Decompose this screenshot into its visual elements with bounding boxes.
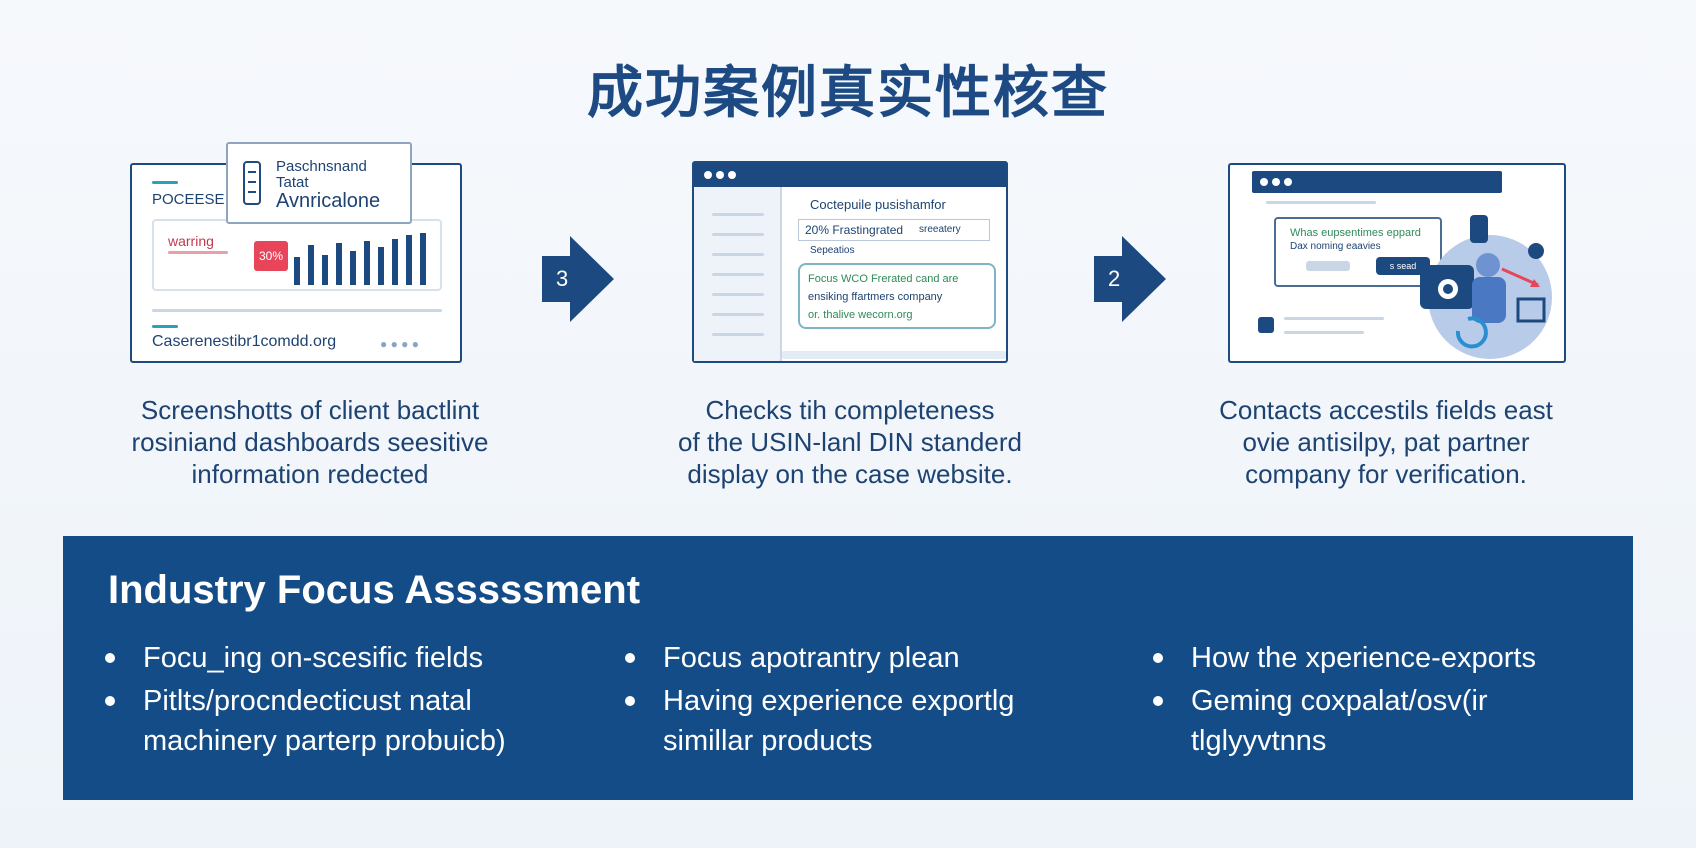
window-dot (728, 171, 736, 179)
form-heading: Coctepuile pusishamfor (810, 197, 946, 212)
sidebar-line (712, 273, 764, 276)
chart-bar (406, 235, 412, 285)
speech-bubble: Whas eupsentimes eppard Dax noming eaavi… (1274, 217, 1442, 287)
chart-bar (308, 245, 314, 285)
caption-line: ovie antisilpy, pat partner (1242, 427, 1530, 457)
step3-caption: Contacts accestils fields east ovie anti… (1176, 394, 1596, 490)
bullet-item: Having experience exportlg simillar prod… (625, 681, 1055, 761)
dots-icon: ● ● ● ● (380, 337, 419, 351)
highlight-note: Focus WCO Frerated cand are ensiking ffa… (798, 263, 996, 329)
chart-bar (336, 243, 342, 285)
window-title-bar (694, 163, 1006, 187)
sidebar-line (712, 213, 764, 216)
window-dot (1260, 178, 1268, 186)
arrow-right-icon (1094, 236, 1166, 322)
chart-bar (364, 241, 370, 285)
chart-frame: warring 30% (152, 219, 442, 291)
panel-column-3: How the xperience-exports Geming coxpala… (1153, 638, 1593, 764)
arrow-number: 3 (556, 266, 569, 291)
note-line-3: or. thalive wecorn.org (808, 309, 913, 321)
checkbox-icon (1258, 317, 1274, 333)
content-line (1284, 331, 1364, 334)
bullet-item: Geming coxpalat/osv(ir tlglyyvtnns (1153, 681, 1573, 761)
industry-focus-panel: Industry Focus Asssssment Focu_ing on-sc… (63, 536, 1633, 800)
caption-line: Screenshotts of client bactlint (140, 395, 480, 425)
percent-badge: 30% (254, 241, 288, 271)
chart-bar (420, 233, 426, 285)
popup-line-3: Avnricalone (276, 190, 381, 212)
dashboard-header-label: POCEESE (152, 191, 225, 208)
caption-line: Checks tih completeness (705, 395, 995, 425)
step-arrow-2: 2 (1094, 236, 1166, 322)
chart-bar (378, 247, 384, 285)
note-line-1: Focus WCO Frerated cand are (808, 273, 959, 285)
sidebar-line (712, 333, 764, 336)
bubble-line-2: Dax noming eaavies (1290, 241, 1381, 252)
document-icon (243, 161, 261, 205)
chart-bar (294, 257, 300, 285)
divider-line (152, 309, 442, 312)
bubble-send-button[interactable]: s sead (1376, 257, 1430, 275)
contact-illustration (1420, 215, 1552, 359)
content-line (1266, 201, 1376, 204)
chart-bar (322, 255, 328, 285)
arrow-right-icon (542, 236, 614, 322)
case-url: Caserenestibr1comdd.org (152, 333, 337, 350)
bullet-item: Pitlts/procndecticust natal machinery pa… (105, 681, 535, 761)
caption-line: of the USIN-lanl DIN standerd (678, 427, 1022, 457)
sidebar-line (712, 293, 764, 296)
step2-form-card: Coctepuile pusishamfor 20% Frastingrated… (692, 161, 1008, 363)
field-value: 20% Frastingrated (805, 223, 904, 237)
chart-bar (350, 251, 356, 285)
content-line (1284, 317, 1384, 320)
warning-line (168, 251, 228, 254)
window-dot (1284, 178, 1292, 186)
caption-line: display on the case website. (687, 459, 1013, 489)
panel-title: Industry Focus Asssssment (108, 568, 641, 612)
sidebar (694, 187, 782, 361)
sidebar-line (712, 233, 764, 236)
popup-line-1: Paschnsnand (276, 158, 367, 175)
footer-bar (782, 351, 1006, 359)
step3-contact-card: Whas eupsentimes eppard Dax noming eaavi… (1228, 163, 1566, 363)
panel-column-2: Focus apotrantry plean Having experience… (625, 638, 1065, 764)
warning-label: warring (168, 233, 214, 249)
popup-card: Paschnsnand Tatat Avnricalone (226, 142, 412, 224)
bar-chart (294, 233, 426, 285)
window-dot (704, 171, 712, 179)
caption-line: rosiniand dashboards seesitive (131, 427, 489, 457)
bubble-line-1: Whas eupsentimes eppard (1290, 227, 1421, 239)
bullet-item: How the xperience-exports (1153, 638, 1593, 678)
bubble-input (1306, 261, 1350, 271)
caption-line: company for verification. (1245, 459, 1527, 489)
panel-column-1: Focu_ing on-scesific fields Pitlts/procn… (105, 638, 545, 764)
step-arrow-1: 3 (542, 236, 614, 322)
step1-caption: Screenshotts of client bactlint rosinian… (100, 394, 520, 490)
bullet-item: Focu_ing on-scesific fields (105, 638, 545, 678)
note-line-2: ensiking ffartmers company (808, 291, 943, 303)
section-label: Sepeatios (810, 245, 855, 256)
popup-line-2: Tatat (276, 174, 309, 191)
window-dot (716, 171, 724, 179)
caption-line: information redected (191, 459, 429, 489)
field-tag: sreeatery (919, 224, 961, 235)
window-title-bar (1252, 171, 1502, 193)
page-title: 成功案例真实性核查 (587, 61, 1109, 126)
sidebar-line (712, 313, 764, 316)
caption-line: Contacts accestils fields east (1219, 395, 1553, 425)
chart-bar (392, 239, 398, 285)
bullet-item: Focus apotrantry plean (625, 638, 1065, 678)
window-dot (1272, 178, 1280, 186)
accent-line (152, 325, 178, 328)
sidebar-line (712, 253, 764, 256)
form-field[interactable]: 20% Frastingrated sreeatery (798, 219, 990, 241)
arrow-number: 2 (1108, 266, 1121, 291)
step2-caption: Checks tih completeness of the USIN-lanl… (640, 394, 1060, 490)
accent-line (152, 181, 178, 184)
